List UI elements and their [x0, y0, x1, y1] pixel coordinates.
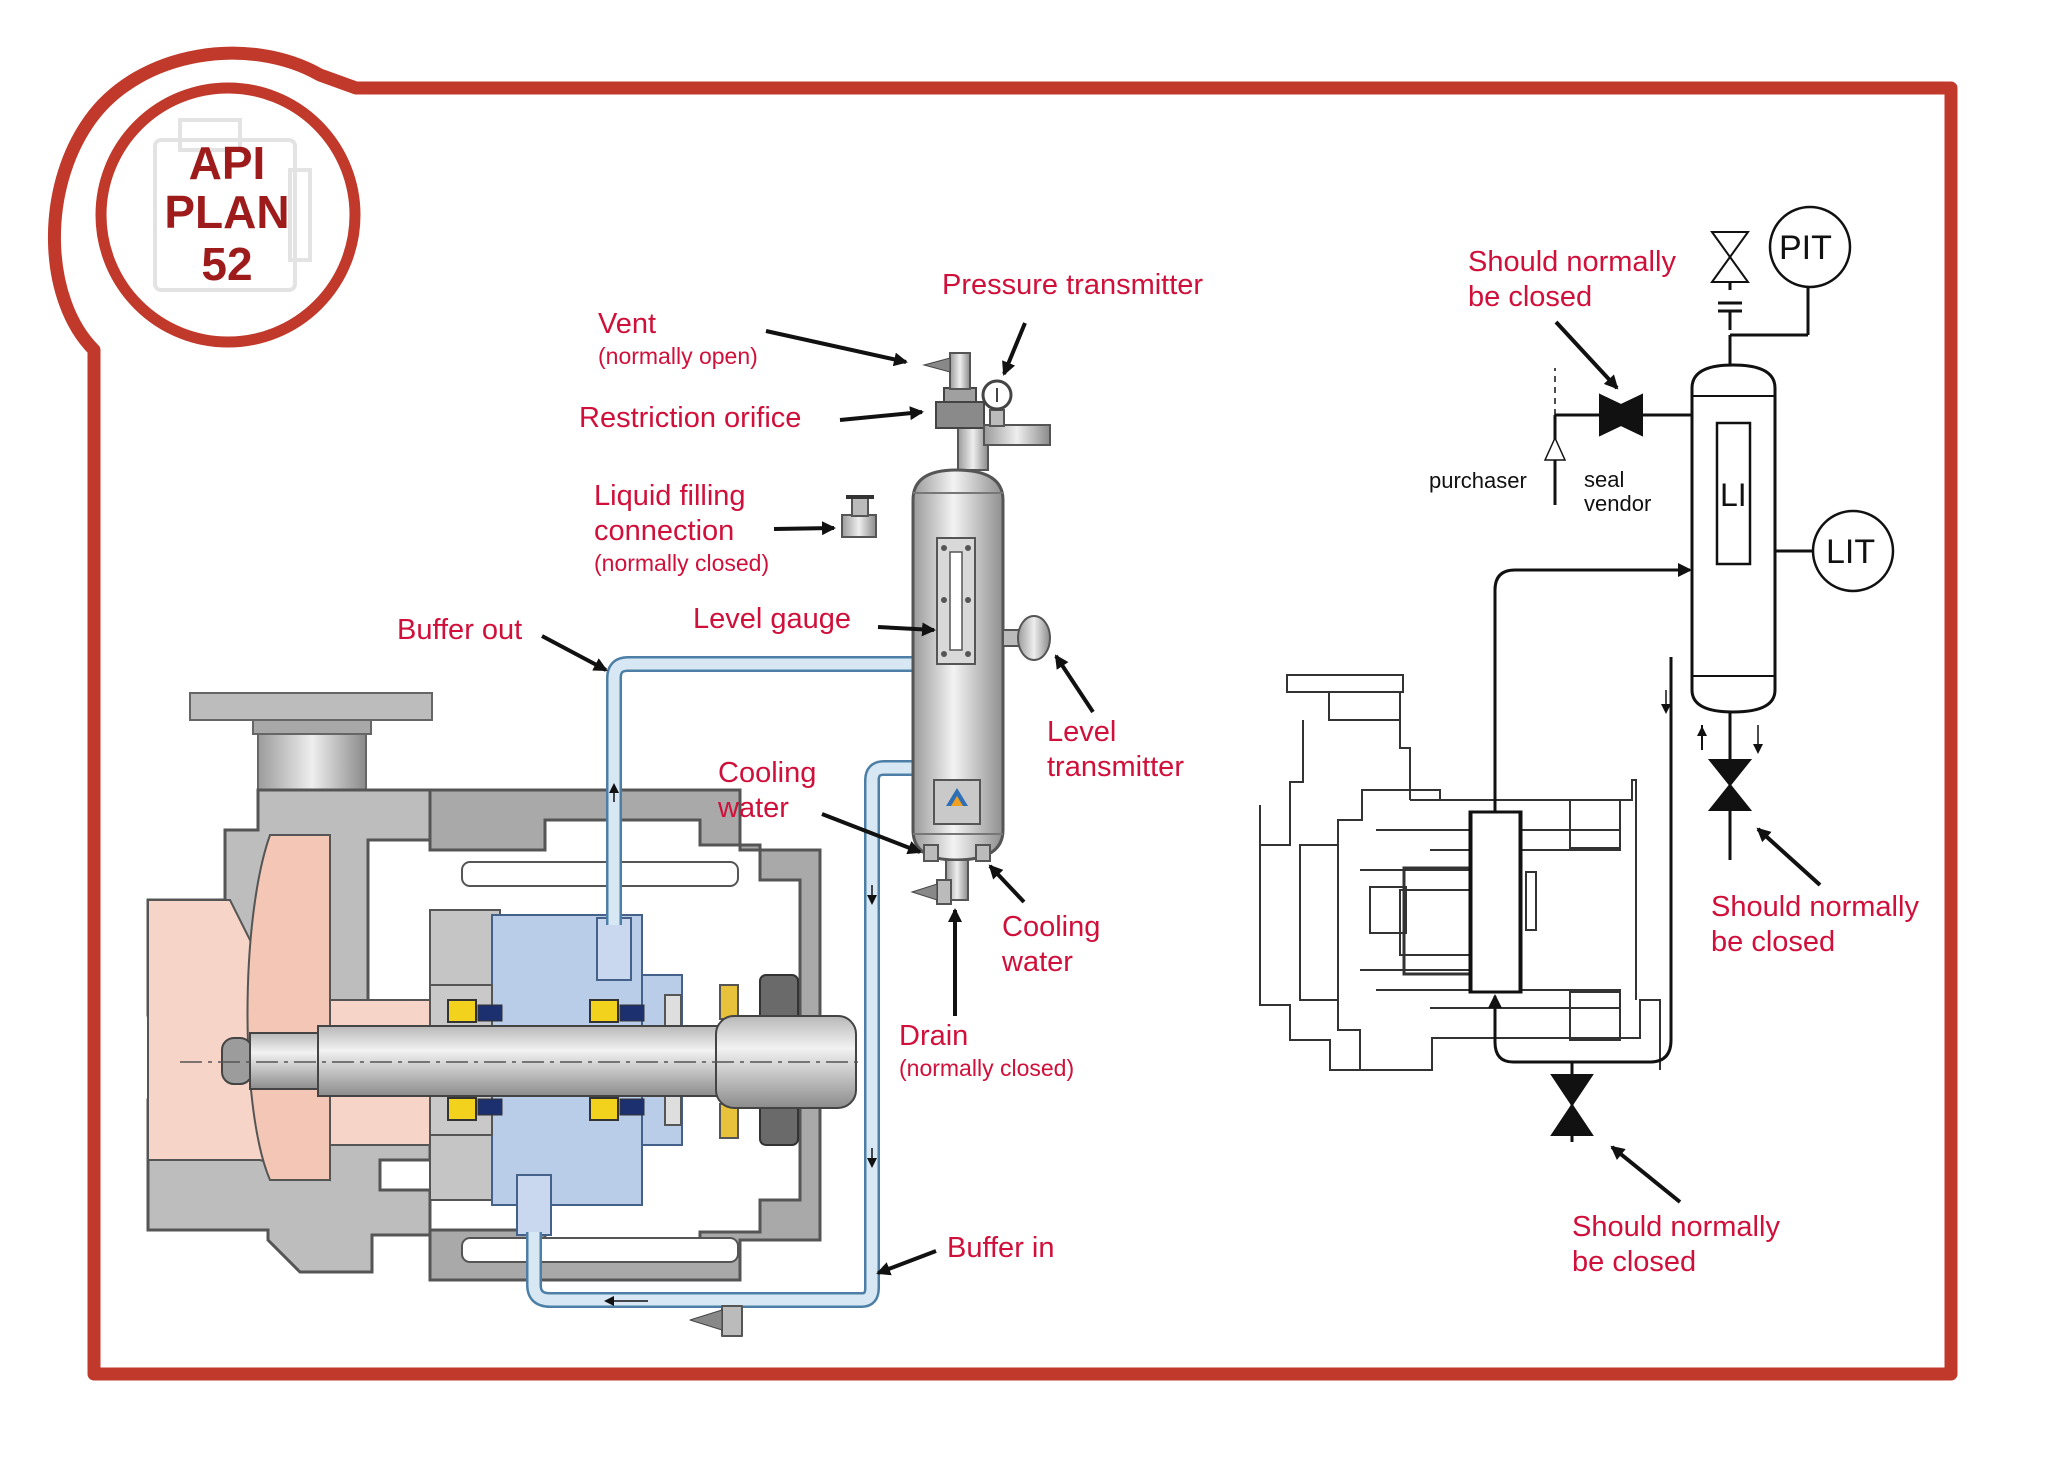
label-buffer-in: Buffer in: [947, 1232, 1055, 1264]
arrow-cooling-water-a: [821, 812, 922, 855]
level-indicator-glass: [1715, 421, 1752, 566]
label-cooling-water-a-line-1: Cooling: [718, 757, 817, 789]
badge-line-2: PLAN: [164, 186, 290, 238]
label-closed-right-line-1: Should normally: [1711, 891, 1919, 923]
schematic-valves: [1543, 231, 1753, 1136]
lit-tag: LIT: [1826, 533, 1876, 571]
seal-ring: [619, 1098, 645, 1116]
arrow-buffer-out: [541, 634, 608, 672]
schematic-seal-box: [1468, 810, 1523, 994]
seal-pot: [841, 352, 1051, 905]
arrow-level-gauge: [877, 622, 936, 637]
label-closed-top: Should normally be closed: [1468, 245, 1676, 315]
badge-pump-watermark: [153, 118, 312, 292]
label-vent-note: (normally open): [598, 343, 758, 369]
label-cooling-water-b: Cooling water: [1002, 910, 1100, 980]
schematic-pump-outline: [1259, 674, 1661, 1071]
arrow-restriction-orifice: [839, 406, 924, 422]
label-cooling-water-b-line-1: Cooling: [1002, 911, 1101, 943]
arrow-level-transmitter: [1054, 654, 1095, 714]
schematic-vessel: [1690, 363, 1777, 714]
seal-vendor-line-1: seal: [1584, 467, 1625, 492]
label-closed-bottom-line-2: be closed: [1572, 1246, 1697, 1278]
label-vent-text: Vent: [598, 308, 657, 340]
valve-closed-drain: [1550, 1074, 1594, 1107]
label-closed-top-line-1: Should normally: [1468, 246, 1676, 278]
seal-ring: [477, 1004, 503, 1022]
arrow-closed-bottom: [1610, 1145, 1682, 1204]
arrow-vent: [765, 329, 908, 367]
seal-vendor-label: seal vendor: [1584, 468, 1651, 516]
label-cooling-water-a-line-2: water: [718, 792, 789, 824]
badge-line-1: API: [188, 137, 266, 189]
buffer-piping: [526, 656, 914, 1337]
right-pointer-arrows: [1554, 320, 1822, 1204]
label-buffer-out: Buffer out: [397, 614, 523, 646]
label-drain-note: (normally closed): [899, 1055, 1075, 1081]
pump-shaft: [180, 1015, 870, 1109]
label-vent: Vent (normally open): [598, 307, 758, 370]
label-drain: Drain (normally closed): [899, 1019, 1074, 1082]
label-cooling-water-a: Cooling water: [718, 756, 816, 826]
label-liquid-filling-line-2: connection: [594, 515, 735, 547]
purchaser-label: purchaser: [1429, 468, 1527, 493]
valve-closed-vessel-bottom: [1707, 759, 1753, 787]
valve-vent: [1710, 231, 1750, 259]
bearing: [719, 1103, 739, 1139]
label-cooling-water-b-line-2: water: [1002, 946, 1073, 978]
api-plan-badge: [95, 82, 361, 348]
label-closed-bottom-line-1: Should normally: [1572, 1211, 1780, 1243]
arrow-cooling-water-b: [988, 864, 1026, 904]
label-drain-text: Drain: [899, 1020, 969, 1052]
left-pointer-arrows: [541, 322, 1095, 1276]
frame: [47, 46, 1958, 1381]
label-closed-top-line-2: be closed: [1468, 281, 1593, 313]
badge-line-3: 52: [201, 238, 253, 290]
label-liquid-filling-line-1: Liquid filling: [594, 480, 746, 512]
arrow-closed-right: [1756, 827, 1822, 887]
li-tag: LI: [1720, 477, 1747, 513]
pit-bubble: [1768, 205, 1852, 289]
seal-face: [447, 1097, 477, 1121]
pit-tag: PIT: [1779, 229, 1832, 267]
seal-vendor-line-2: vendor: [1584, 491, 1652, 516]
arrow-closed-top: [1554, 320, 1619, 390]
label-pressure-transmitter: Pressure transmitter: [942, 269, 1204, 301]
arrow-pressure-transmitter: [1002, 322, 1027, 376]
label-level-transmitter-line-1: Level: [1047, 716, 1117, 748]
seal-face: [589, 999, 619, 1023]
label-liquid-filling: Liquid filling connection (normally clos…: [594, 479, 769, 577]
bearing: [719, 984, 739, 1020]
seal-face: [447, 999, 477, 1023]
label-level-gauge: Level gauge: [693, 603, 852, 635]
seal-face: [589, 1097, 619, 1121]
label-closed-right: Should normally be closed: [1711, 890, 1919, 960]
label-level-transmitter: Level transmitter: [1047, 715, 1184, 785]
arrow-buffer-in: [876, 1249, 937, 1276]
label-closed-bottom: Should normally be closed: [1572, 1210, 1780, 1280]
schematic-instruments: [1768, 205, 1895, 593]
arrow-liquid-filling: [773, 521, 836, 536]
label-level-transmitter-line-2: transmitter: [1047, 751, 1184, 783]
label-restriction-orifice: Restriction orifice: [579, 402, 802, 434]
label-closed-right-line-2: be closed: [1711, 926, 1836, 958]
seal-ring: [477, 1098, 503, 1116]
lit-bubble: [1811, 509, 1895, 593]
seal-ring: [619, 1004, 645, 1022]
label-liquid-filling-note: (normally closed): [594, 550, 770, 576]
